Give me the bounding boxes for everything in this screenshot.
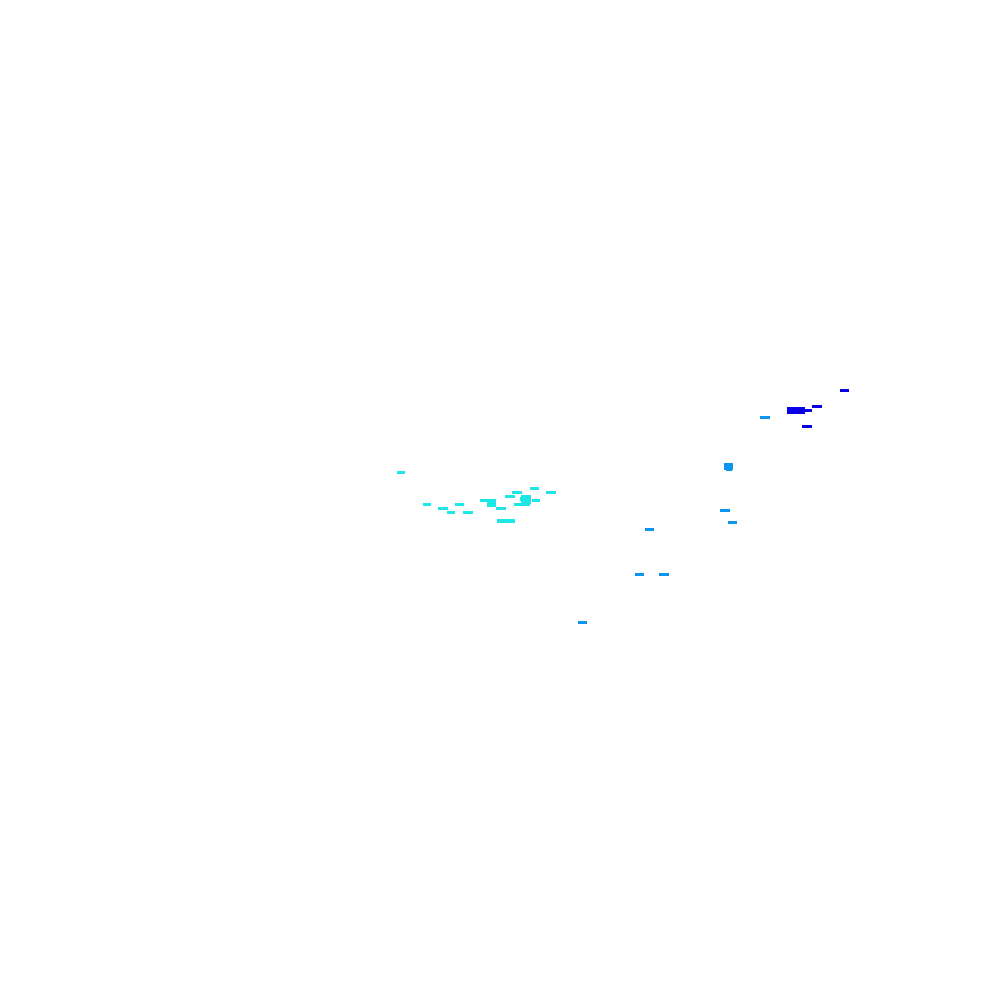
azure-scatter-speck [728, 521, 737, 524]
cyan-cluster-speck [520, 497, 526, 501]
cyan-cluster-speck [463, 511, 473, 514]
blue-cluster-speck [840, 389, 849, 392]
cyan-cluster-speck [515, 491, 522, 494]
cyan-cluster-speck [522, 503, 530, 506]
cyan-cluster-speck [546, 491, 556, 494]
blue-cluster-speck [787, 407, 805, 414]
cyan-cluster-speck [438, 507, 448, 510]
cyan-cluster-speck [397, 471, 405, 474]
azure-scatter-speck [726, 468, 732, 471]
cyan-cluster-speck [482, 499, 488, 502]
azure-scatter-speck [724, 463, 733, 470]
cyan-cluster-speck [423, 503, 431, 506]
cyan-cluster-speck [514, 503, 526, 506]
azure-scatter-speck [761, 416, 769, 419]
cyan-cluster-speck [487, 501, 496, 507]
cyan-cluster-speck [488, 499, 496, 502]
azure-scatter-speck [645, 528, 654, 531]
cyan-cluster-speck [530, 487, 539, 490]
blue-cluster-speck [812, 405, 822, 408]
cyan-cluster-speck [505, 495, 515, 498]
cyan-cluster-speck [447, 511, 455, 514]
cyan-cluster-speck [496, 507, 506, 510]
blue-cluster-speck [802, 409, 812, 412]
cyan-cluster-speck [532, 499, 540, 502]
azure-scatter-speck [579, 621, 586, 624]
azure-scatter-speck [659, 573, 669, 576]
azure-scatter-speck [720, 509, 730, 512]
azure-scatter-speck [635, 573, 644, 576]
blue-cluster-speck [802, 425, 812, 428]
cyan-cluster-speck [455, 503, 464, 506]
cyan-cluster-speck [500, 519, 512, 522]
